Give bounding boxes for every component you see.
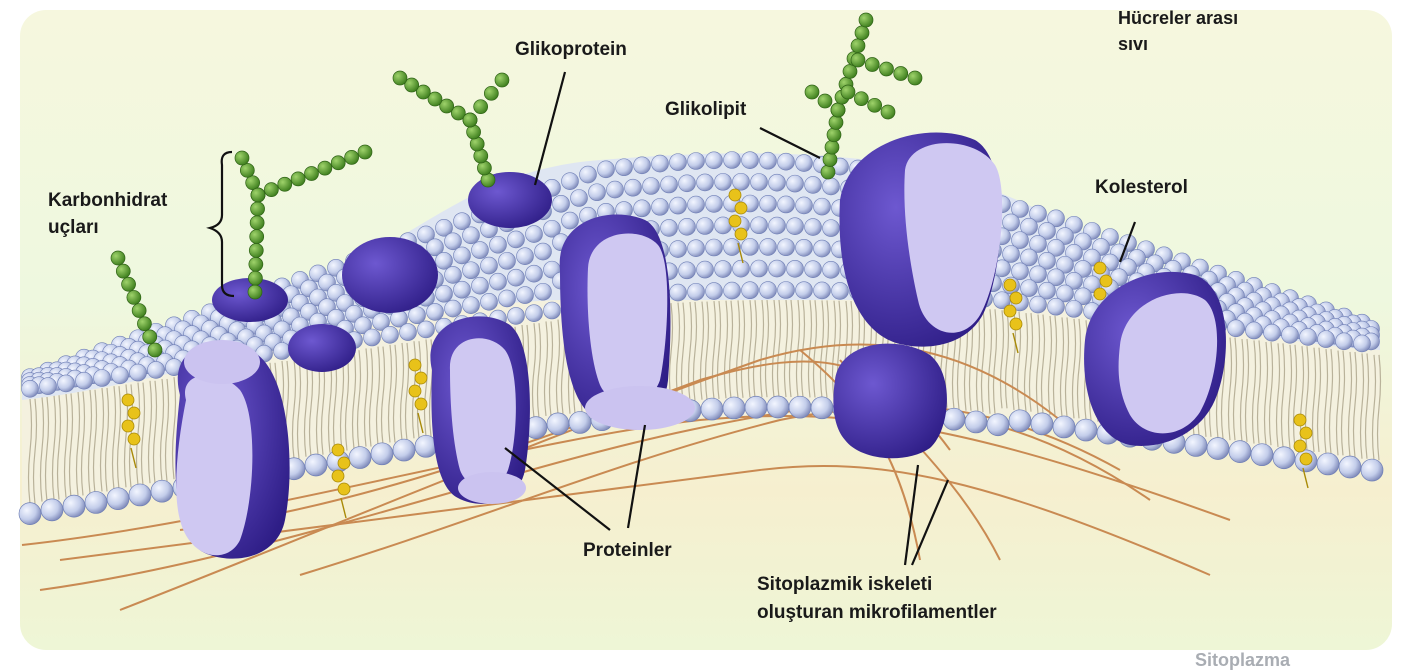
- label-glycolipid: Glikolipit: [665, 99, 747, 120]
- label-cholesterol: Kolesterol: [1095, 177, 1188, 198]
- protein-2: [430, 316, 530, 504]
- label-microfilaments: Sitoplazmik iskeleti: [757, 574, 932, 595]
- label-cytoplasm: Sitoplazma: [1195, 650, 1291, 670]
- label-carbohydrate-ends-2: uçları: [48, 217, 99, 238]
- label-proteins: Proteinler: [583, 540, 672, 561]
- label-extracellular-fluid-2: sıvı: [1118, 34, 1148, 54]
- label-extracellular-fluid: Hücreler arası: [1118, 8, 1238, 28]
- label-glycoprotein: Glikoprotein: [515, 39, 627, 60]
- label-carbohydrate-ends: Karbonhidrat: [48, 190, 168, 211]
- label-microfilaments-2: oluşturan mikrofilamentler: [757, 602, 997, 623]
